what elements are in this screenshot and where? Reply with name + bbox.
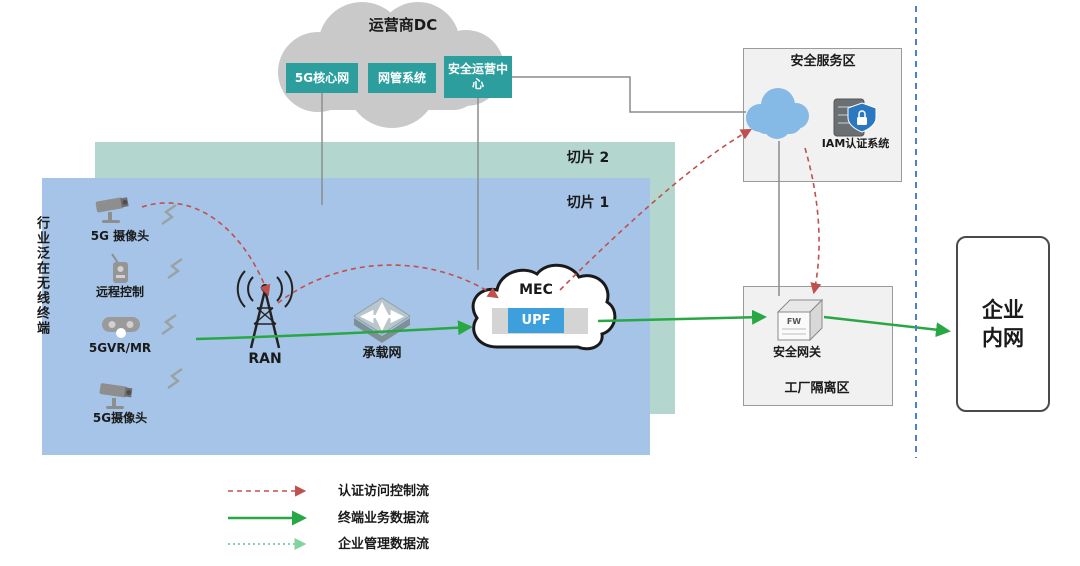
data-flow-mec-to-gateway — [597, 309, 767, 325]
mec-label: MEC — [519, 282, 553, 298]
radio-wave-icon — [167, 257, 183, 280]
operator-dc-label: 运营商DC — [368, 16, 438, 34]
bearer-switch-icon — [353, 297, 411, 343]
terminal-remote-label: 远程控制 — [95, 285, 144, 299]
terminal-camera-1-label: 5G 摄像头 — [90, 229, 150, 243]
camera-icon — [95, 197, 129, 223]
radio-wave-icon — [161, 203, 177, 226]
terminal-camera-2-label: 5G摄像头 — [92, 411, 148, 425]
security-zone-label: 安全服务区 — [790, 54, 856, 69]
slice-1-label: 切片 1 — [566, 195, 610, 211]
enterprise-intranet-label: 企业内网 — [982, 297, 1024, 350]
slice-2-label: 切片 2 — [566, 150, 610, 166]
auth-flow-security-to-gateway — [804, 147, 822, 295]
upf-node: UPF — [508, 308, 564, 333]
terminal-vr-label: 5GVR/MR — [88, 341, 152, 355]
auth-flow-ran-to-upf — [277, 264, 499, 304]
radio-wave-icon — [161, 313, 177, 336]
security-cloud-icon — [746, 88, 809, 139]
camera-icon — [99, 383, 133, 409]
terminal-group-label: 行业泛在无线终端 — [34, 216, 49, 336]
legend-auth-flow-label: 认证访问控制流 — [338, 484, 430, 499]
enterprise-intranet-box: 企业内网 — [956, 236, 1050, 412]
legend-data-flow-label: 终端业务数据流 — [338, 511, 430, 526]
radio-wave-icon — [167, 367, 183, 390]
iam-system-label: IAM认证系统 — [821, 137, 890, 150]
firewall-gateway-icon — [776, 298, 824, 342]
fw-label: FW — [786, 317, 802, 326]
node-soc: 安全运营中心 — [444, 56, 512, 98]
ran-label: RAN — [248, 351, 282, 367]
factory-zone-label: 工厂隔离区 — [784, 381, 850, 396]
auth-flow-mec-to-security-cloud — [559, 128, 752, 291]
node-5g-core: 5G核心网 — [286, 63, 358, 93]
vr-headset-icon — [102, 317, 140, 338]
data-flow-terminal-to-mec — [195, 320, 473, 341]
security-gateway-label: 安全网关 — [772, 345, 821, 359]
data-flow-gateway-to-enterprise — [823, 315, 951, 338]
auth-flow-camera-to-ran — [141, 202, 271, 297]
bearer-network-label: 承载网 — [362, 346, 402, 361]
legend-mgmt-flow-label: 企业管理数据流 — [338, 537, 430, 552]
shield-lock-icon — [847, 102, 877, 133]
connector-soc-to-security-zone — [512, 76, 746, 113]
remote-control-icon — [111, 253, 128, 283]
node-nms: 网管系统 — [368, 63, 436, 93]
